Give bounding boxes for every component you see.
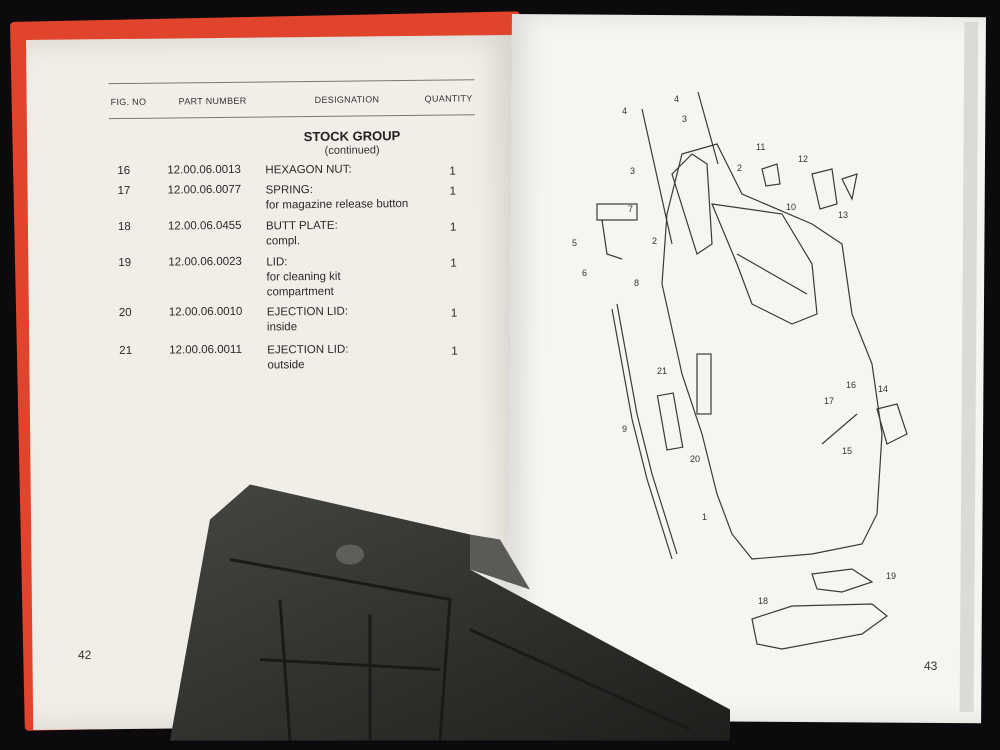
cleaning-lid — [811, 568, 874, 593]
callout: 5 — [572, 238, 577, 248]
part-21 — [656, 392, 684, 451]
quantity: 1 — [449, 185, 457, 198]
cleaning-rod — [616, 303, 678, 555]
rifle-magazine — [170, 484, 730, 741]
callout: 20 — [690, 454, 700, 464]
quantity: 1 — [449, 165, 456, 178]
callout: 18 — [758, 596, 768, 606]
callout: 8 — [634, 278, 639, 288]
callout: 3 — [682, 114, 687, 124]
callout: 9 — [622, 424, 627, 434]
part-number: 12.00.06.0013 — [167, 163, 241, 177]
pistol-grip — [711, 203, 818, 325]
designation: BUTT PLATE:compl. — [265, 219, 338, 248]
designation: EJECTION LID:outside — [267, 343, 349, 372]
part-14 — [876, 403, 908, 445]
header-designation: DESIGNATION — [314, 94, 380, 105]
quantity: 1 — [449, 221, 457, 234]
part-number: 12.00.06.0077 — [167, 183, 242, 197]
callout: 4 — [674, 94, 679, 104]
group-title: STOCK GROUP — [303, 128, 401, 145]
part-7 — [596, 203, 638, 221]
top-rail — [671, 153, 713, 255]
quantity: 1 — [451, 345, 458, 358]
designation: EJECTION LID:inside — [266, 305, 349, 334]
callout: 11 — [756, 142, 765, 152]
callout: 16 — [846, 380, 856, 390]
callout: 10 — [786, 202, 796, 212]
fig-number: 19 — [118, 256, 132, 270]
group-subtitle: (continued) — [324, 144, 380, 157]
part-number: 12.00.06.0010 — [168, 305, 243, 319]
fig-number: 20 — [118, 306, 132, 320]
fig-number: 17 — [117, 184, 131, 198]
quantity: 1 — [450, 257, 457, 270]
part-number: 12.00.06.0011 — [169, 343, 243, 357]
callout: 4 — [622, 106, 627, 116]
part-number: 12.00.06.0455 — [167, 219, 242, 233]
butt-plate — [751, 603, 888, 650]
table-header: FIG. NO PART NUMBER DESIGNATION QUANTITY — [108, 79, 475, 120]
part-11 — [761, 163, 781, 187]
quantity: 1 — [450, 307, 458, 320]
callout: 1 — [702, 512, 707, 522]
header-quantity: QUANTITY — [424, 93, 473, 104]
callout: 21 — [657, 366, 667, 376]
designation: HEXAGON NUT: — [265, 163, 352, 177]
callout: 12 — [798, 154, 808, 164]
header-fig-no: FIG. NO — [110, 96, 147, 108]
callout: 19 — [886, 571, 896, 581]
callout: 3 — [630, 166, 635, 176]
callout: 15 — [842, 446, 852, 456]
fig-number: 18 — [117, 220, 131, 234]
fig-number: 16 — [117, 164, 131, 178]
callout: 14 — [878, 384, 888, 394]
page-number-left: 42 — [78, 648, 92, 662]
callout: 2 — [652, 236, 657, 246]
callout: 6 — [582, 268, 587, 278]
page-number-right: 43 — [924, 659, 938, 673]
fig-number: 21 — [119, 344, 133, 358]
exploded-stock-diagram: 4 3 4 3 2 11 12 10 13 7 2 5 6 8 21 9 20 … — [572, 91, 908, 650]
header-part-number: PART NUMBER — [178, 95, 247, 107]
callout: 2 — [737, 163, 742, 173]
callout: 7 — [628, 204, 633, 214]
callout: 17 — [824, 396, 834, 406]
designation: SPRING:for magazine release button — [265, 184, 409, 212]
part-20 — [696, 353, 712, 415]
stock-body — [661, 143, 883, 560]
part-number: 12.00.06.0023 — [168, 255, 242, 269]
part-13 — [841, 173, 858, 201]
callout: 13 — [838, 210, 848, 220]
part-12 — [811, 168, 838, 210]
